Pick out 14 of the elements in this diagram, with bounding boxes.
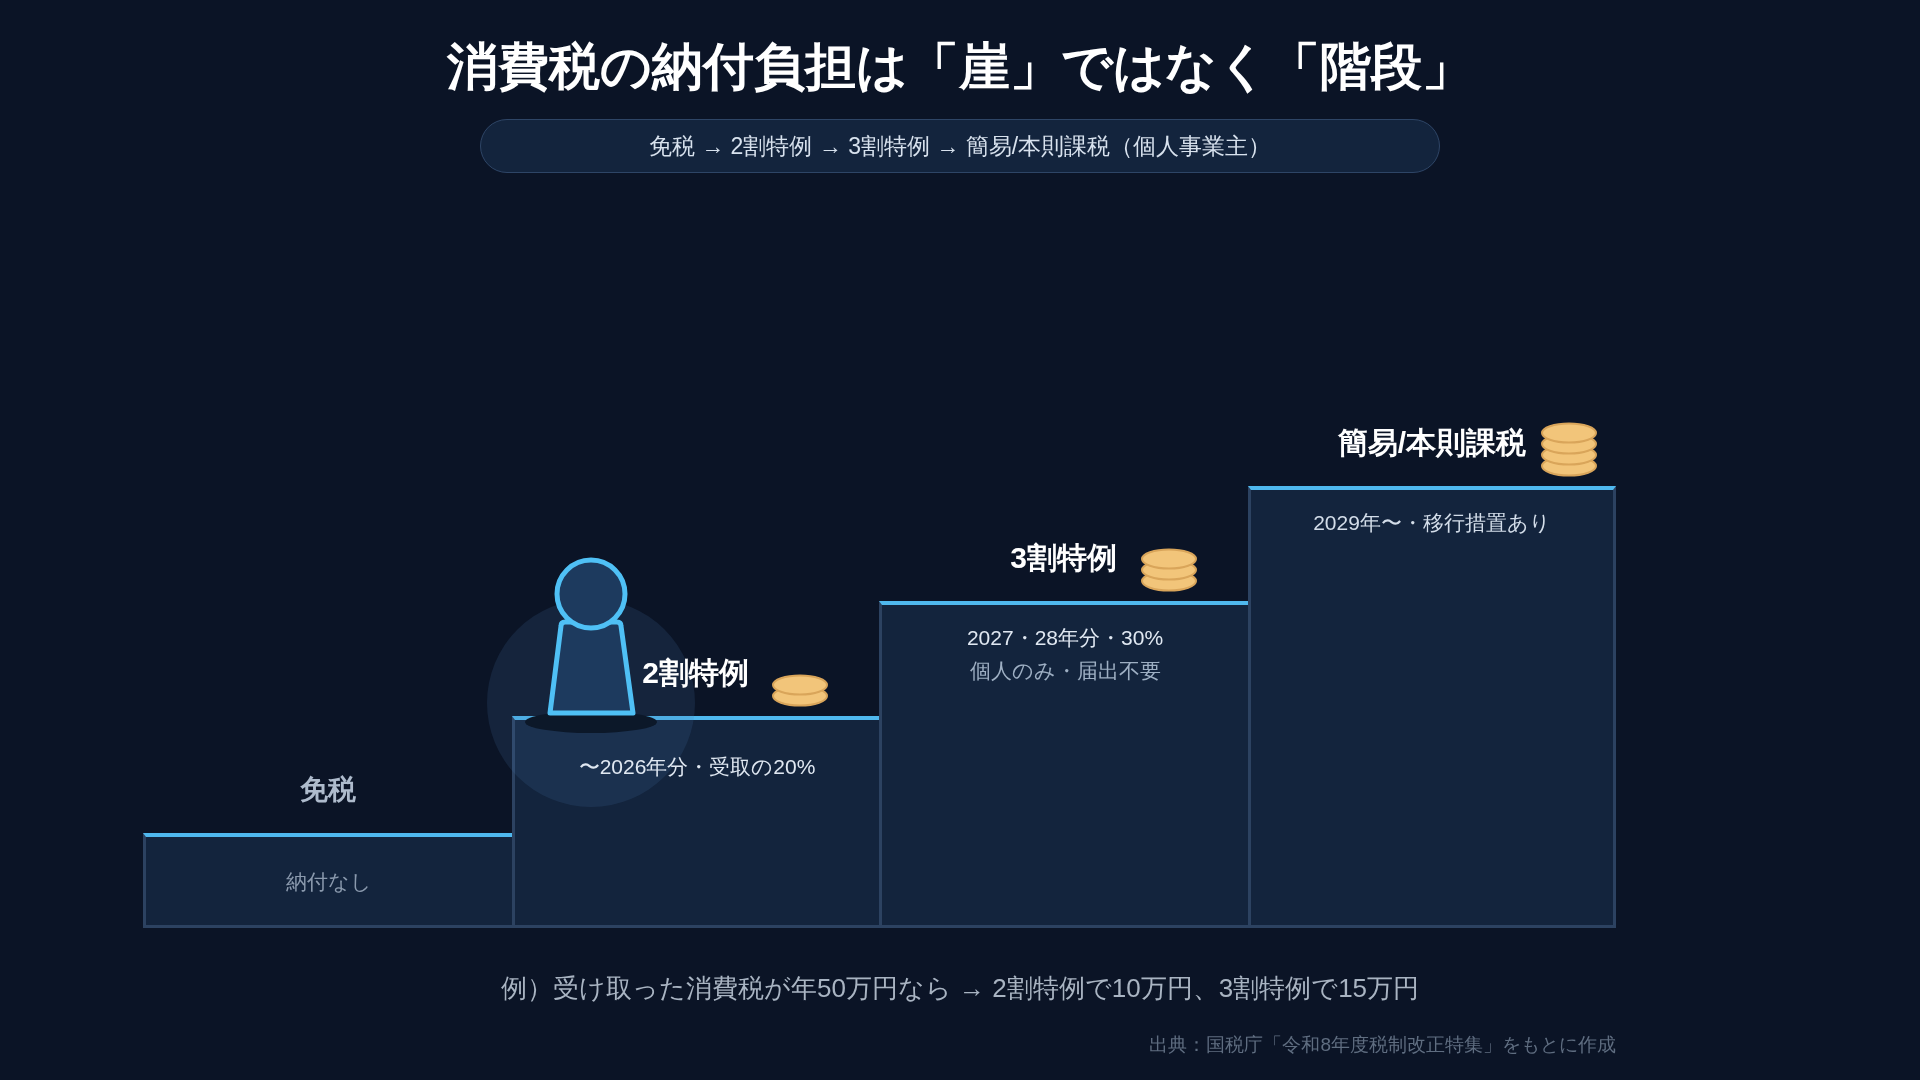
step-description: 個人のみ・届出不要	[969, 658, 1161, 684]
step-heading: 簡易/本則課税	[1337, 425, 1527, 461]
summary-pill	[480, 119, 1440, 173]
example-note: 例）受け取った消費税が年50万円なら → 2割特例で10万円、3割特例で15万円	[500, 972, 1420, 1005]
step-description: 〜2026年分・受取の20%	[578, 754, 816, 780]
step-description: 2027・28年分・30%	[966, 625, 1164, 651]
flow-summary-text: 免税 → 2割特例 → 3割特例 → 簡易/本則課税（個人事業主）	[648, 132, 1272, 161]
step-description: 2029年〜・移行措置あり	[1313, 510, 1551, 536]
source-note: 出典：国税庁「令和8年度税制改正特集」をもとに作成	[1149, 1033, 1616, 1057]
step-heading: 3割特例	[1010, 540, 1117, 576]
title: 消費税の納付負担は「崖」ではなく「階段」	[447, 37, 1473, 97]
step-heading: 免税	[299, 773, 356, 807]
step-heading: 2割特例	[642, 655, 749, 691]
step-description: 納付なし	[286, 869, 372, 895]
